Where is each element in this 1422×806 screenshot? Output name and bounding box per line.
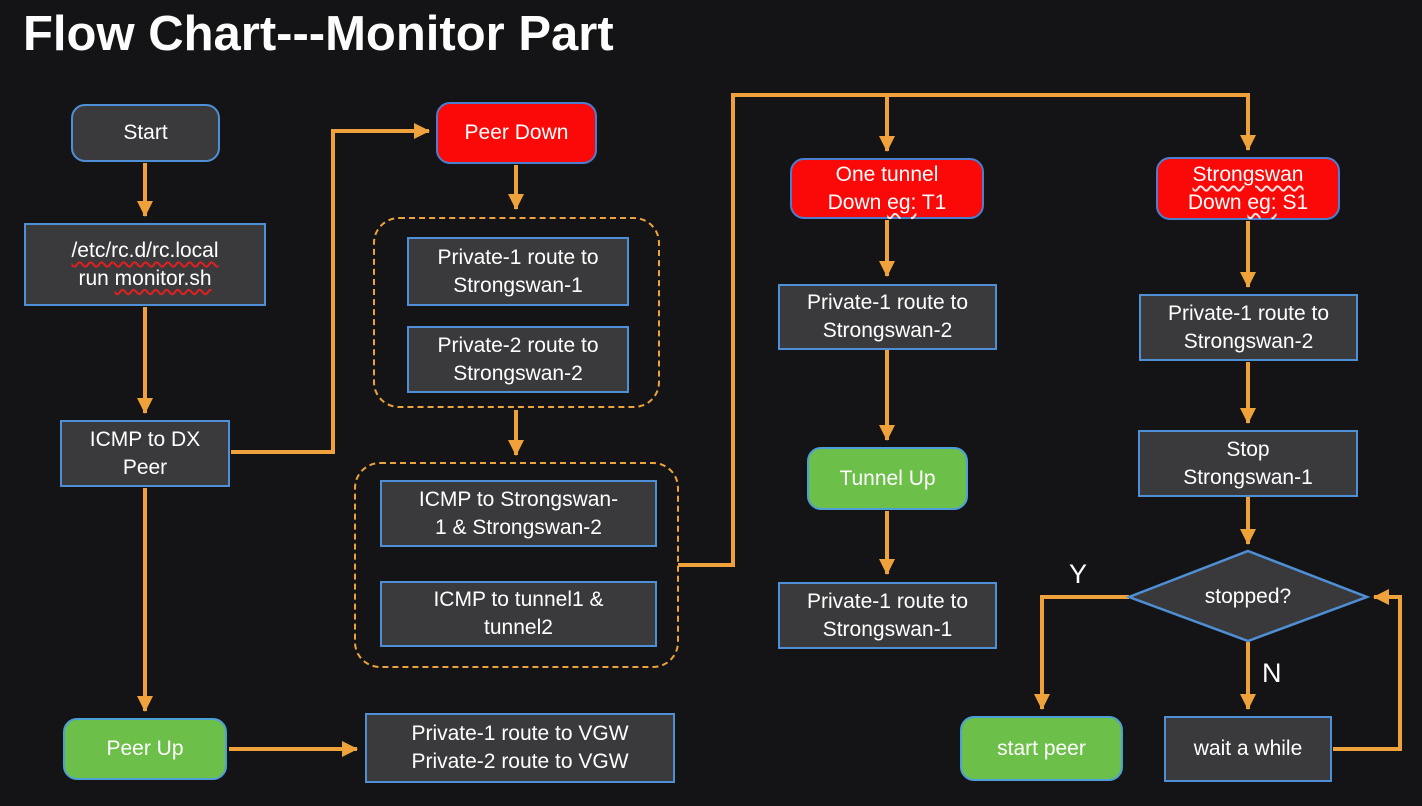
node-private2-route-ss2: Private-2 route to Strongswan-2 (407, 326, 629, 393)
p1ss2-right-line1: Private-1 route to (1167, 301, 1330, 325)
p1ss2-right-line2: Strongswan-2 (1183, 329, 1314, 353)
ss-down-eg-word: eg: (1247, 190, 1277, 214)
vgw-line2: Private-2 route to VGW (411, 750, 629, 773)
node-one-tunnel-down: One tunnel Down eg: T1 (790, 158, 984, 219)
peer-up-label: Peer Up (106, 737, 184, 761)
icmp-dx-line1: ICMP to DX (89, 427, 201, 451)
p1ss2-mid-line2: Strongswan-2 (822, 319, 953, 342)
rc-local-run-text: run (78, 266, 109, 290)
node-rc-local: /etc/rc.d/rc.local run monitor.sh (24, 223, 266, 306)
ss-down-word: Down (1187, 190, 1242, 214)
stop-ss1-line2: Strongswan-1 (1183, 465, 1313, 489)
node-start-label: Start (123, 121, 168, 145)
one-tunnel-down-word: Down (827, 190, 882, 214)
node-start-peer: start peer (960, 716, 1123, 781)
node-start: Start (71, 104, 220, 162)
rc-local-path-text: /etc/rc.d/rc.local (71, 238, 219, 262)
one-tunnel-line1: One tunnel (835, 162, 939, 186)
wait-a-while-label: wait a while (1193, 737, 1303, 761)
node-peer-up: Peer Up (63, 718, 227, 780)
node-peer-down: Peer Down (436, 102, 597, 164)
private2-ss2-line2: Strongswan-2 (453, 361, 583, 385)
p1ss1-mid-line1: Private-1 route to (806, 589, 969, 613)
icmp-dx-line2: Peer (122, 455, 168, 479)
private1-ss1-line1: Private-1 route to (437, 245, 599, 269)
page-title: Flow Chart---Monitor Part (23, 7, 614, 61)
group-route-changes (373, 217, 660, 408)
node-stopped-decision: stopped? (1129, 570, 1367, 624)
icmp-ss-line1: ICMP to Strongswan- (418, 487, 619, 511)
node-private1-route-ss2-right: Private-1 route to Strongswan-2 (1139, 294, 1358, 361)
node-icmp-to-strongswans: ICMP to Strongswan- 1 & Strongswan-2 (380, 480, 657, 547)
icmp-ss-line2: 1 & Strongswan-2 (435, 515, 602, 539)
node-icmp-to-tunnels: ICMP to tunnel1 & tunnel2 (380, 581, 657, 647)
node-icmp-dx-peer: ICMP to DX Peer (60, 420, 230, 487)
rc-local-script-text: monitor.sh (114, 266, 212, 290)
one-tunnel-t1-word: T1 (921, 190, 947, 214)
ss-down-line1: Strongswan (1192, 162, 1304, 186)
node-stop-strongswan1: Stop Strongswan-1 (1138, 430, 1358, 497)
decision-diamond-shape (1125, 549, 1371, 643)
one-tunnel-eg-word: eg: (887, 190, 917, 214)
node-routes-to-vgw: Private-1 route to VGW Private-2 route t… (365, 713, 675, 783)
tunnel-up-label: Tunnel Up (839, 466, 936, 490)
peer-down-label: Peer Down (464, 121, 569, 145)
ss-down-s1-word: S1 (1282, 190, 1309, 214)
icmp-tunnels-line2: tunnel2 (484, 616, 553, 639)
vgw-line1: Private-1 route to VGW (411, 722, 629, 746)
p1ss2-mid-line1: Private-1 route to (806, 291, 969, 315)
stop-ss1-line1: Stop (1226, 437, 1270, 461)
node-tunnel-up: Tunnel Up (807, 447, 968, 510)
private1-ss1-line2: Strongswan-1 (453, 273, 583, 297)
private2-ss2-line1: Private-2 route to (437, 333, 599, 357)
node-private1-route-ss1-mid: Private-1 route to Strongswan-1 (778, 582, 997, 649)
node-private1-route-ss1: Private-1 route to Strongswan-1 (407, 237, 629, 306)
icmp-tunnels-line1: ICMP to tunnel1 & (433, 588, 604, 612)
start-peer-label: start peer (997, 736, 1086, 760)
p1ss1-mid-line2: Strongswan-1 (822, 617, 953, 641)
node-wait-a-while: wait a while (1164, 716, 1332, 782)
node-strongswan-down: Strongswan Down eg: S1 (1156, 157, 1340, 220)
edge-label-no: N (1262, 658, 1282, 688)
node-private1-route-ss2-mid: Private-1 route to Strongswan-2 (778, 284, 997, 350)
edge-label-yes: Y (1069, 559, 1088, 589)
stopped-label: stopped? (1204, 585, 1292, 608)
group-icmp-checks (354, 462, 679, 668)
